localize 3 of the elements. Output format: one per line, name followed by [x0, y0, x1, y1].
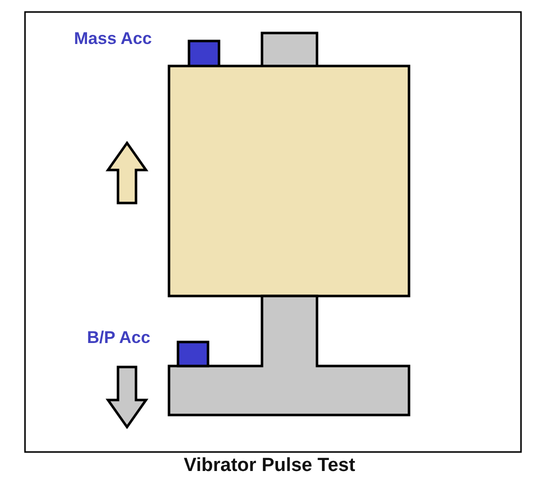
diagram-title: Vibrator Pulse Test — [184, 455, 356, 477]
part-label: Mass Acc — [74, 29, 152, 49]
part-label: B/P Acc — [87, 328, 150, 348]
